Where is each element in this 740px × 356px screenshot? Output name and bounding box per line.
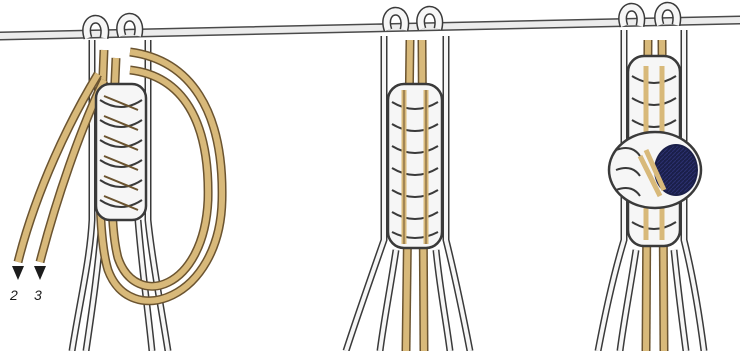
strand-label-2: 2 bbox=[10, 287, 18, 303]
bobble-bead bbox=[609, 132, 701, 208]
step-1-group bbox=[12, 17, 222, 351]
step-2-group bbox=[346, 10, 470, 351]
holding-rod bbox=[0, 20, 740, 36]
square-knot-sinnet bbox=[388, 84, 442, 248]
step-3-group bbox=[598, 6, 704, 351]
square-knot-sinnet bbox=[96, 84, 146, 220]
arrow-tip-2 bbox=[12, 266, 24, 280]
arrow-tip-3 bbox=[34, 266, 46, 280]
strand-label-3: 3 bbox=[34, 287, 42, 303]
